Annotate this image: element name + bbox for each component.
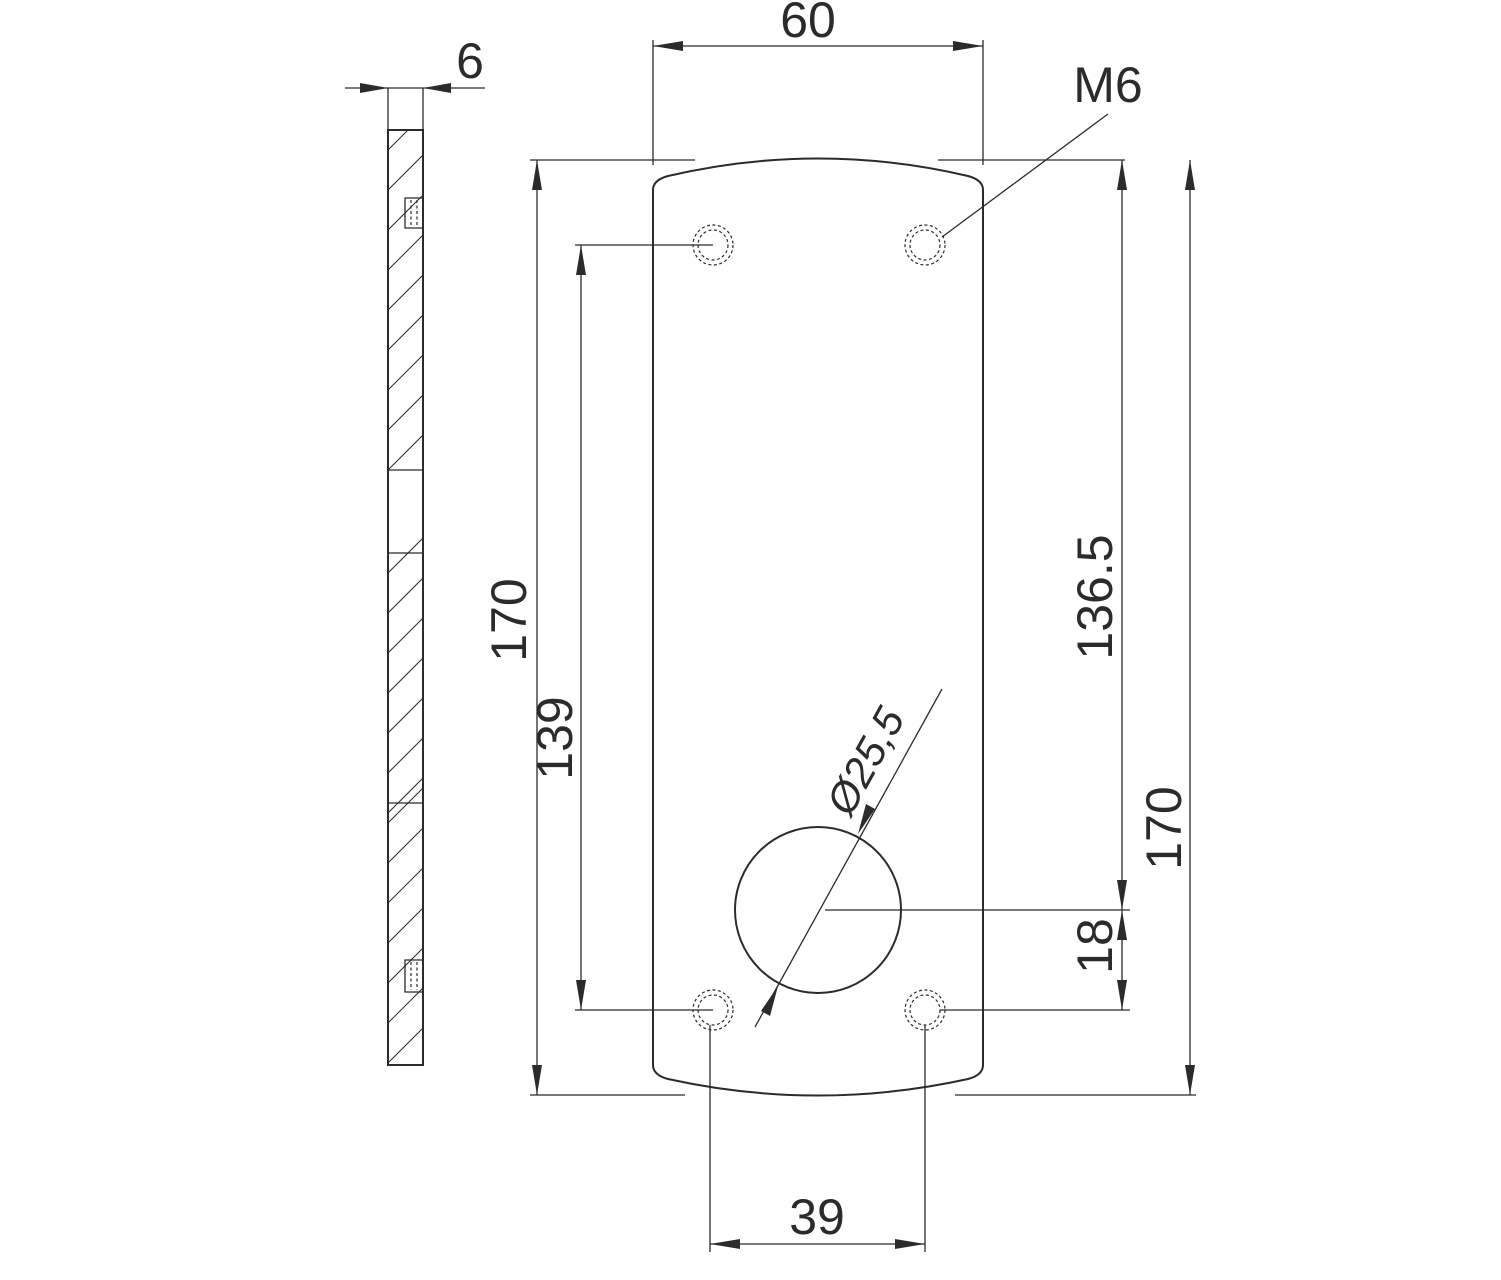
front-view — [652, 157, 984, 1097]
hatch-line — [388, 1027, 423, 1064]
hatch-line — [388, 787, 423, 824]
dim-diameter: Ø25,5 — [754, 688, 943, 1028]
side-thread-top — [404, 197, 423, 229]
hatch-line — [388, 737, 423, 774]
dim-hole-spacing-horizontal-text: 39 — [789, 1189, 845, 1245]
hatch-line — [388, 657, 423, 694]
hatch-line — [388, 354, 423, 391]
dim-height-left-text: 170 — [481, 578, 537, 661]
dim-height-right: 170 — [955, 160, 1196, 1096]
hatch-line — [388, 617, 423, 654]
hatch-line — [388, 394, 423, 431]
hatch-line — [388, 697, 423, 734]
hatch-line — [388, 154, 423, 191]
dim-thickness: 6 — [456, 33, 484, 89]
arrow — [761, 986, 778, 1016]
dim-offset-lower-text: 18 — [1067, 918, 1123, 974]
dim-height-left: 170 — [481, 159, 695, 1096]
dim-offset-lower: 18 — [825, 909, 1130, 1011]
hatch-line — [388, 777, 423, 814]
side-thread-bottom — [404, 959, 423, 993]
dim-height-to-hole-text: 136.5 — [1067, 534, 1123, 659]
dim-height-to-hole: 136.5 — [938, 159, 1127, 910]
plate-outline — [652, 157, 984, 1097]
hatch-line — [388, 907, 423, 944]
hatch-line — [388, 1068, 423, 1103]
leader-thread: M6 — [941, 57, 1143, 238]
arrow — [858, 804, 875, 834]
hatch-line — [388, 827, 423, 864]
hatch-line — [388, 867, 423, 904]
hatch-line — [388, 987, 423, 1024]
hatch-line — [388, 130, 409, 151]
dim-hole-spacing-vertical: 139 — [527, 244, 713, 1011]
m6-hole-top-right — [904, 224, 946, 266]
hatch-line — [388, 537, 423, 574]
hatch-line — [388, 314, 423, 351]
arrow — [423, 83, 451, 93]
side-view-outline — [387, 129, 424, 1066]
hatch-line — [388, 274, 423, 311]
hatch-line — [388, 577, 423, 614]
side-hatching — [388, 130, 423, 1103]
m6-hole-bottom-right — [904, 989, 946, 1031]
dim-plate-width-text: 60 — [780, 0, 836, 48]
side-view: 6 — [345, 33, 485, 1103]
dim-height-right-text: 170 — [1136, 786, 1192, 869]
hatch-line — [388, 234, 423, 271]
hatch-line — [388, 434, 423, 471]
arrow — [360, 83, 388, 93]
dim-diameter-text: Ø25,5 — [816, 699, 914, 824]
dim-hole-spacing-horizontal: 39 — [709, 1025, 926, 1252]
dim-hole-spacing-vertical-text: 139 — [527, 696, 583, 779]
thread-label: M6 — [1073, 57, 1142, 113]
dim-plate-width: 60 — [652, 0, 984, 165]
